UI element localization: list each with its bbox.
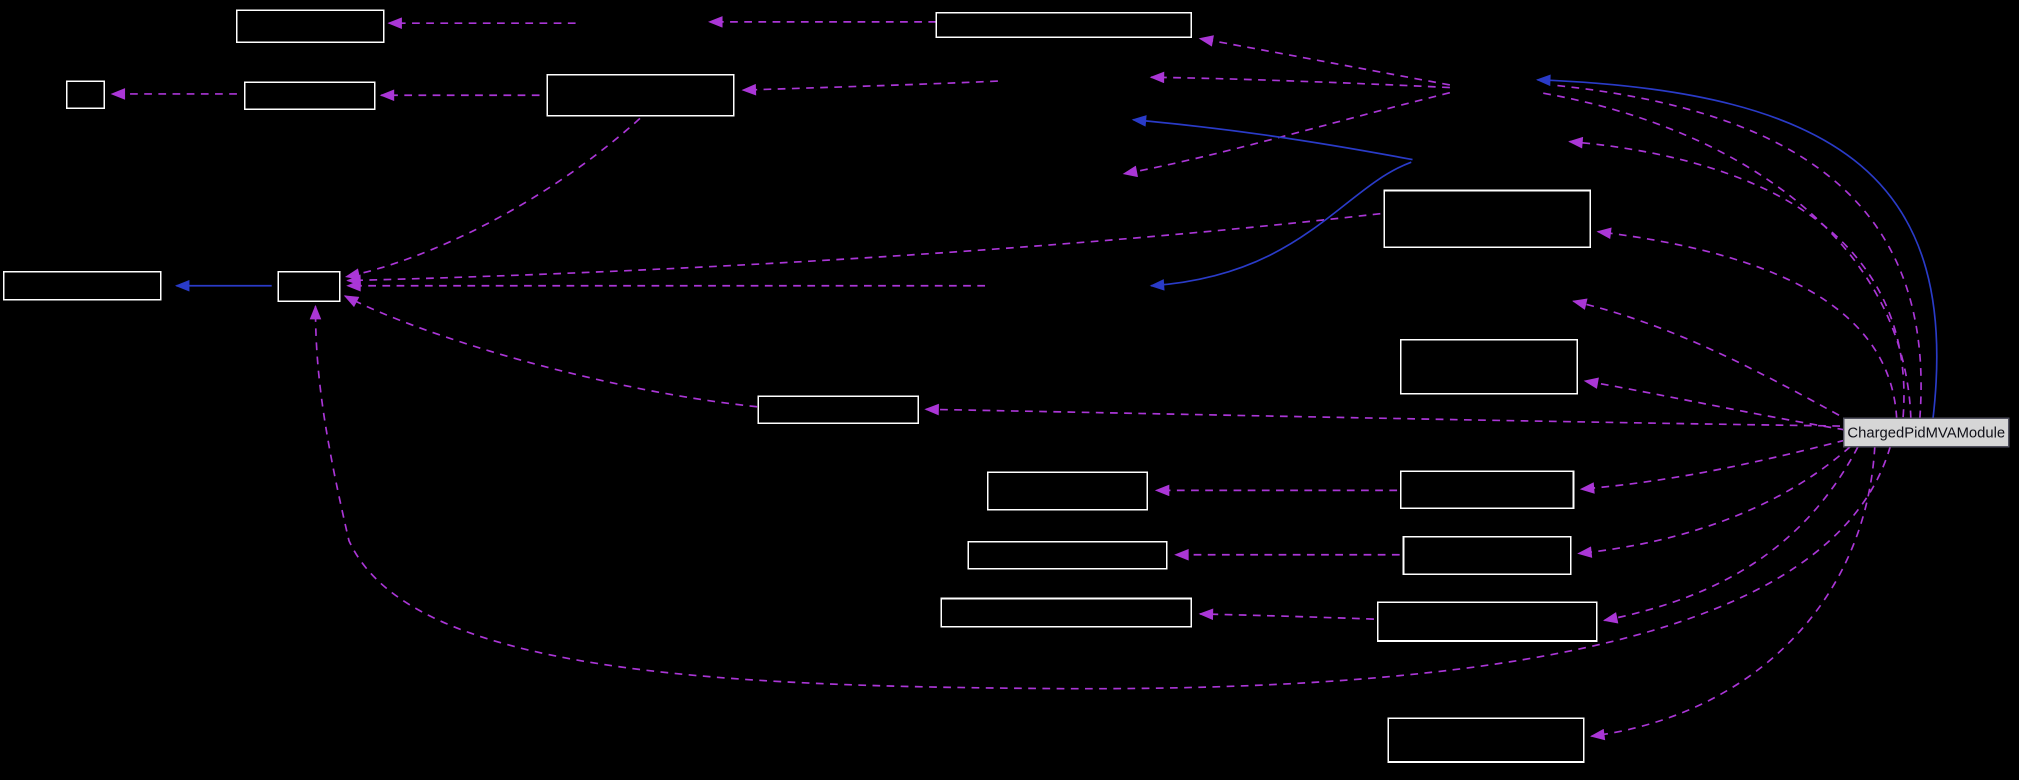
- graph-node-n7[interactable]: [3, 270, 162, 301]
- inheritance-edge: [1535, 74, 1938, 421]
- graph-node-n12[interactable]: [986, 471, 1149, 511]
- dependency-edge: [1539, 91, 1912, 419]
- graph-node-n18[interactable]: [1387, 717, 1585, 763]
- dependency-edge: [741, 80, 998, 96]
- inheritance-edge: [1131, 115, 1413, 161]
- node-box[interactable]: [1387, 717, 1585, 763]
- graph-node-n6[interactable]: [1383, 189, 1591, 248]
- dependency-edge: [1198, 35, 1451, 86]
- node-box[interactable]: [546, 73, 735, 117]
- graph-node-n17[interactable]: [1376, 601, 1598, 642]
- node-box[interactable]: [1376, 601, 1598, 642]
- dependency-edge: [924, 403, 1841, 427]
- node-box[interactable]: [66, 80, 106, 109]
- node-box[interactable]: [935, 12, 1192, 39]
- graph-node-n9[interactable]: [1400, 339, 1579, 395]
- node-box[interactable]: [243, 81, 376, 111]
- node-box[interactable]: [1400, 339, 1579, 395]
- dependency-edge: [1568, 136, 1905, 418]
- node-box[interactable]: [1843, 417, 2010, 448]
- graph-node-n5[interactable]: [546, 73, 735, 117]
- dependency-edge: [1551, 84, 1922, 419]
- graph-node-n16[interactable]: [940, 597, 1192, 628]
- dependency-edge: [1590, 446, 1876, 741]
- dependency-edge: [1572, 298, 1853, 423]
- node-box[interactable]: [1383, 189, 1591, 248]
- graph-node-chargedpidmvamodule[interactable]: ChargedPidMVAModule: [1843, 417, 2010, 448]
- dependency-edge: [1149, 71, 1450, 89]
- graph-node-n13[interactable]: [1400, 470, 1575, 510]
- graph-node-n10[interactable]: [757, 395, 919, 425]
- graph-node-n1[interactable]: [236, 9, 385, 44]
- node-box[interactable]: [757, 395, 919, 425]
- node-box[interactable]: [1400, 470, 1575, 510]
- node-box[interactable]: [1402, 535, 1572, 575]
- graph-node-n2[interactable]: [935, 12, 1192, 39]
- dependency-edge: [1596, 227, 1898, 419]
- node-box[interactable]: [967, 541, 1168, 570]
- dependency-edge: [344, 117, 641, 280]
- dependency-edge: [343, 295, 758, 408]
- dependency-edge: [1583, 377, 1846, 431]
- graph-node-n3[interactable]: [66, 80, 106, 109]
- dependency-edge: [1198, 608, 1374, 621]
- dependency-edge: [1579, 439, 1846, 494]
- dependency-edge: [309, 304, 1892, 690]
- node-box[interactable]: [3, 270, 162, 301]
- graph-node-n14[interactable]: [967, 541, 1168, 570]
- graph-node-n8[interactable]: [277, 270, 341, 302]
- dependency-edge: [1577, 446, 1851, 558]
- node-box[interactable]: [236, 9, 385, 44]
- inheritance-edge: [1149, 161, 1412, 291]
- node-box[interactable]: [986, 471, 1149, 511]
- dependency-edge: [346, 212, 1381, 287]
- graph-node-n4[interactable]: [243, 81, 376, 111]
- graph-node-n15[interactable]: [1402, 535, 1572, 575]
- dependency-edge: [1122, 91, 1451, 178]
- node-box[interactable]: [940, 597, 1192, 628]
- dependency-edge: [1602, 446, 1859, 624]
- node-box[interactable]: [277, 270, 341, 302]
